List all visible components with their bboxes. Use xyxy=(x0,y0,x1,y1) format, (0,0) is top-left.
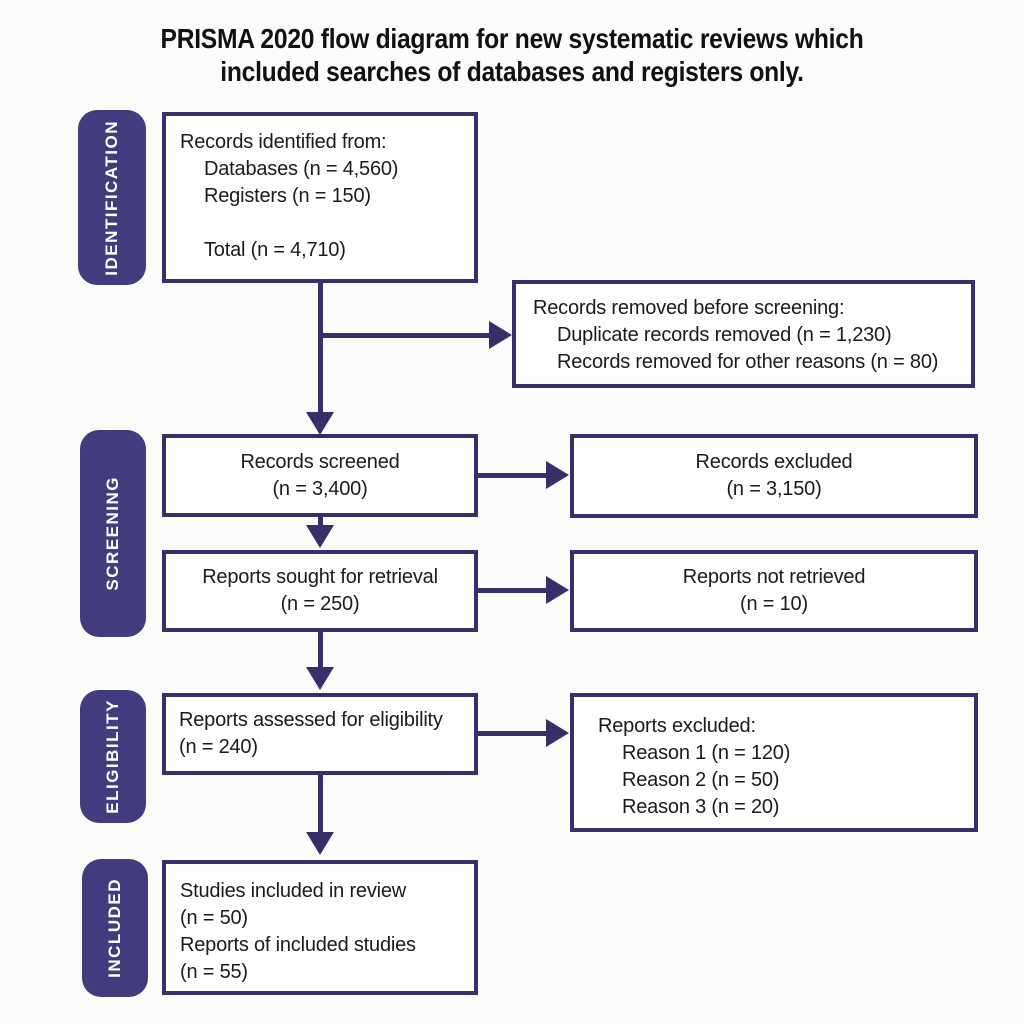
arrow-identified-to-removed-shaft xyxy=(320,333,490,338)
studies-included-line2: (n = 50) xyxy=(180,907,248,929)
records-identified-heading: Records identified from: xyxy=(180,131,387,153)
studies-included-line4: (n = 55) xyxy=(180,961,248,983)
stage-label-included: INCLUDED xyxy=(105,878,124,978)
box-records-excluded: Records excluded (n = 3,150) xyxy=(570,434,978,518)
reports-excluded-reason2: Reason 2 (n = 50) xyxy=(622,769,780,791)
box-records-removed: Records removed before screening: Duplic… xyxy=(512,280,975,388)
reports-assessed-line2: (n = 240) xyxy=(179,736,258,758)
records-removed-duplicates: Duplicate records removed (n = 1,230) xyxy=(557,324,892,346)
stage-pill-identification: IDENTIFICATION xyxy=(78,110,146,285)
stage-label-identification: IDENTIFICATION xyxy=(102,119,121,276)
arrow-screened-to-excluded-shaft xyxy=(478,473,548,478)
records-screened-line2: (n = 3,400) xyxy=(272,477,368,500)
box-reports-assessed: Reports assessed for eligibility (n = 24… xyxy=(162,693,478,775)
reports-sought-line2: (n = 250) xyxy=(280,593,360,615)
records-removed-heading: Records removed before screening: xyxy=(533,297,845,319)
reports-assessed-line1: Reports assessed for eligibility xyxy=(179,709,443,731)
stage-label-screening: SCREENING xyxy=(103,476,122,591)
records-excluded-line1: Records excluded xyxy=(695,451,853,473)
arrow-assessed-to-included-head-icon xyxy=(306,832,334,855)
title-line-1: PRISMA 2020 flow diagram for new systema… xyxy=(160,23,864,54)
stage-label-eligibility: ELIGIBILITY xyxy=(103,699,122,814)
stage-pill-screening: SCREENING xyxy=(80,430,146,637)
records-identified-registers: Registers (n = 150) xyxy=(204,185,371,207)
arrow-screened-to-sought-head-icon xyxy=(306,525,334,548)
stage-pill-included: INCLUDED xyxy=(82,859,148,997)
studies-included-line3: Reports of included studies xyxy=(180,934,416,956)
arrow-sought-to-assessed-shaft xyxy=(318,632,323,668)
arrow-sought-to-not-retrieved-shaft xyxy=(478,588,548,593)
arrow-assessed-to-included-shaft xyxy=(318,775,323,833)
reports-excluded-reason1: Reason 1 (n = 120) xyxy=(622,742,791,764)
reports-not-retrieved-line1: Reports not retrieved xyxy=(682,566,866,588)
reports-excluded-heading: Reports excluded: xyxy=(598,715,756,737)
records-removed-other: Records removed for other reasons (n = 8… xyxy=(557,351,939,373)
arrow-sought-to-not-retrieved-head-icon xyxy=(546,576,569,604)
box-studies-included: Studies included in review (n = 50) Repo… xyxy=(162,860,478,995)
box-reports-sought: Reports sought for retrieval (n = 250) xyxy=(162,550,478,632)
records-identified-total: Total (n = 4,710) xyxy=(204,239,346,261)
reports-not-retrieved-line2: (n = 10) xyxy=(740,593,808,615)
arrow-screened-to-excluded-head-icon xyxy=(546,461,569,489)
box-reports-excluded: Reports excluded: Reason 1 (n = 120) Rea… xyxy=(570,693,978,832)
arrow-identified-to-screened-head-icon xyxy=(306,412,334,435)
arrow-assessed-to-excluded-head-icon xyxy=(546,719,569,747)
arrow-identified-to-removed-head-icon xyxy=(489,321,512,349)
arrow-sought-to-assessed-head-icon xyxy=(306,667,334,690)
records-screened-line1: Records screened xyxy=(240,450,400,473)
arrow-identified-to-screened-shaft xyxy=(318,283,323,413)
records-identified-databases: Databases (n = 4,560) xyxy=(204,158,399,180)
box-records-screened: Records screened (n = 3,400) xyxy=(162,434,478,517)
reports-excluded-reason3: Reason 3 (n = 20) xyxy=(622,796,780,818)
records-excluded-line2: (n = 3,150) xyxy=(726,478,822,500)
box-records-identified: Records identified from: Databases (n = … xyxy=(162,112,478,283)
arrow-assessed-to-excluded-shaft xyxy=(478,731,548,736)
diagram-title: PRISMA 2020 flow diagram for new systema… xyxy=(61,22,962,88)
arrow-screened-to-sought-shaft xyxy=(318,517,323,527)
title-line-2: included searches of databases and regis… xyxy=(220,56,804,87)
box-reports-not-retrieved: Reports not retrieved (n = 10) xyxy=(570,550,978,632)
studies-included-line1: Studies included in review xyxy=(180,880,407,902)
reports-sought-line1: Reports sought for retrieval xyxy=(202,566,438,588)
stage-pill-eligibility: ELIGIBILITY xyxy=(80,690,146,823)
